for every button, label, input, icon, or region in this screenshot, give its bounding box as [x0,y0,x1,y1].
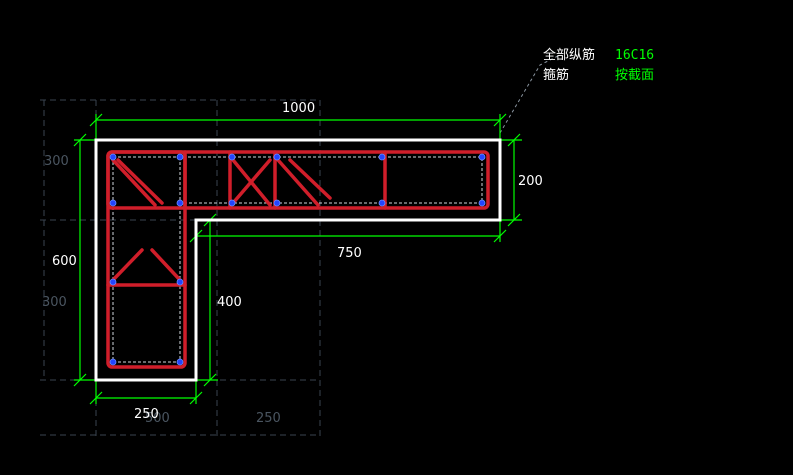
ghost-dim-bottom-left: 500 [145,411,170,426]
ghost-dim-bottom-right: 250 [256,411,281,426]
rebar-point [478,199,486,207]
dim-web-height: 400 [217,295,242,310]
longitudinal-rebar-label: 全部纵筋 [543,47,595,63]
rebar-point [176,153,184,161]
stirrup-label: 箍筋 [543,67,569,83]
dim-flange-depth: 200 [518,174,543,189]
annotation-leader [499,54,561,134]
rebar-point [273,153,281,161]
dim-flange-extension: 750 [337,246,362,261]
rebar-point [109,199,117,207]
rebar-stirrups [106,150,490,369]
rebar-point [378,199,386,207]
rebar-point [176,278,184,286]
rebar-point [176,358,184,366]
rebar-point [109,278,117,286]
rebar-point [478,153,486,161]
rebar-point [273,199,281,207]
rebar-points [109,153,486,366]
dim-overall-height: 600 [52,254,77,269]
longitudinal-rebar-value: 16C16 [615,48,654,63]
ghost-dim-left-bottom: 300 [42,295,67,310]
ghost-dim-left-top: 300 [44,154,69,169]
stirrup-lines [112,156,483,363]
rebar-point [176,199,184,207]
dim-web-width: 250 [134,407,159,422]
dim-overall-width: 1000 [282,101,315,116]
rebar-point [228,199,236,207]
stirrup-value: 按截面 [615,68,654,83]
rebar-point [109,153,117,161]
rebar-point [228,153,236,161]
section-outline [94,138,502,382]
rebar-point [109,358,117,366]
rebar-point [378,153,386,161]
